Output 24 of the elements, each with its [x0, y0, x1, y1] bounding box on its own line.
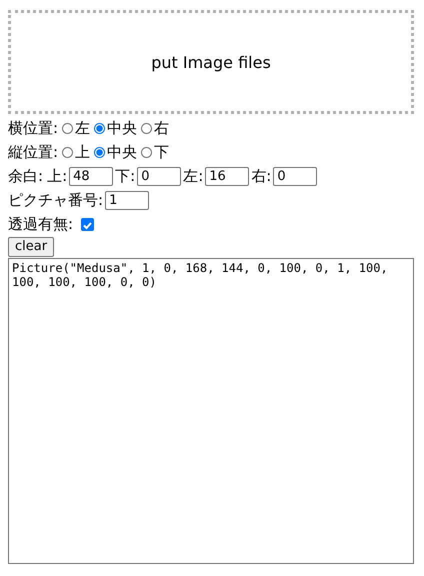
- field-label: 縦位置:: [8, 142, 58, 162]
- input-field: 48: [69, 166, 114, 186]
- radio-label: 上: [75, 142, 90, 162]
- input-field: 0: [137, 166, 182, 186]
- radio-label: 中央: [107, 118, 138, 138]
- radio-label: 左: [75, 118, 90, 138]
- radio-label: 中央: [107, 142, 138, 162]
- field-label: 左:: [183, 166, 204, 186]
- clear-button: clear: [8, 237, 54, 257]
- field-label: ピクチャ番号:: [8, 190, 104, 210]
- drop-zone: [8, 10, 414, 114]
- input-field: 0: [273, 166, 318, 186]
- text-area: Picture("Medusa", 1, 0, 168, 144, 0, 100, 0, 1, 100, 100, 100, 100, 0, 0): [8, 258, 414, 564]
- field-label: 上:: [47, 166, 68, 186]
- radio-label: 下: [154, 142, 170, 162]
- field-label: 下:: [115, 166, 136, 186]
- input-field: 16: [205, 166, 250, 186]
- field-label: 右:: [251, 166, 272, 186]
- field-label: 横位置:: [8, 118, 58, 138]
- field-label: 余白:: [8, 166, 44, 186]
- input-field: 1: [105, 190, 150, 210]
- radio-label: 右: [154, 118, 170, 138]
- field-label: 透過有無:: [8, 214, 74, 234]
- drop-zone-text: put Image files: [151, 52, 271, 72]
